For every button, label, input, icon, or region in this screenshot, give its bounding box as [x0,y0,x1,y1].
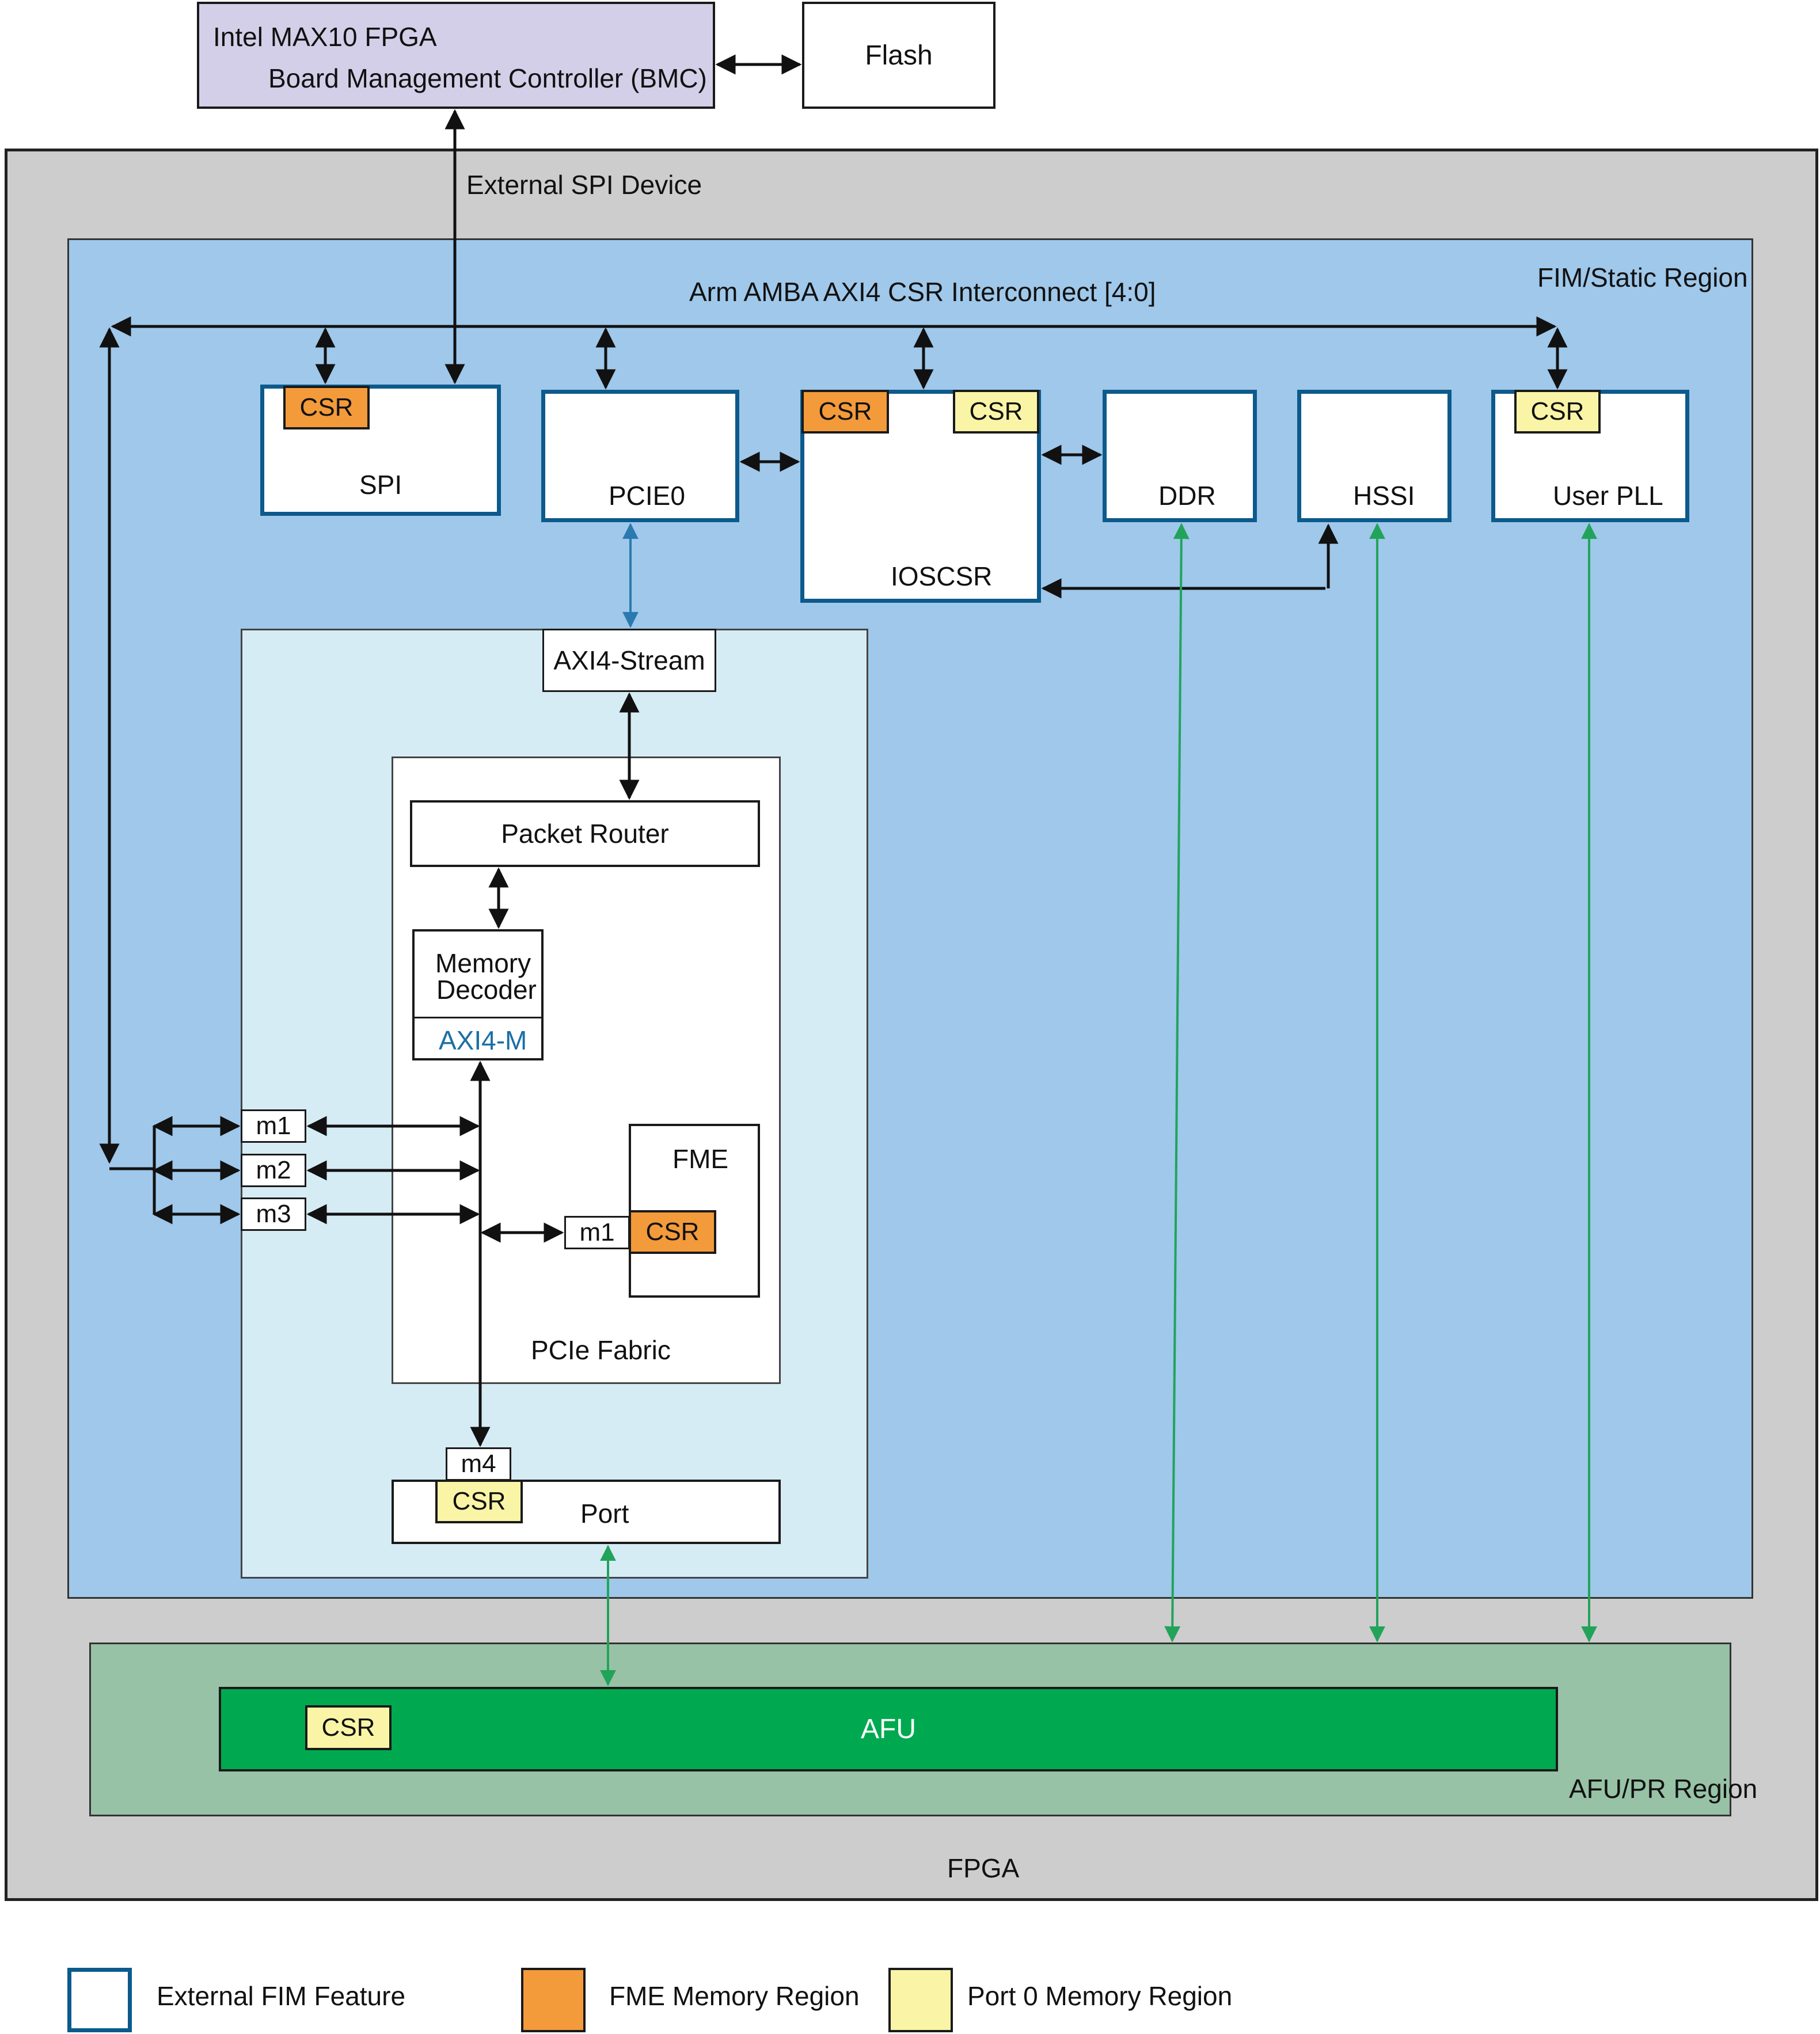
afu-region-label: AFU/PR Region [1569,1774,1758,1804]
afu-label: AFU [861,1714,916,1744]
interconnect-label: Arm AMBA AXI4 CSR Interconnect [4:0] [689,277,1156,307]
external-spi-label: External SPI Device [466,170,702,200]
legend-fme-swatch [521,1968,586,2032]
bmc-block: Intel MAX10 FPGA Board Management Contro… [197,2,715,109]
hssi-block: HSSI [1297,390,1452,522]
m3-box: m3 [241,1197,306,1231]
legend-external-swatch [67,1968,132,2032]
pcie-fabric-label: PCIe Fabric [531,1335,671,1365]
fpga-label: FPGA [947,1853,1020,1883]
flash-block: Flash [802,2,996,109]
m2-box: m2 [241,1154,306,1187]
ioscsr-csr-fme: CSR [801,390,889,434]
legend-fme-label: FME Memory Region [609,1981,860,2011]
afu-csr: CSR [305,1705,392,1750]
user-pll-csr: CSR [1514,390,1601,434]
ddr-block: DDR [1103,390,1257,522]
packet-router-block: Packet Router [410,800,760,867]
bmc-subtitle: Board Management Controller (BMC) [268,63,707,93]
axi4-m-label: AXI4-M [439,1025,527,1055]
afu-block: AFU [219,1687,1558,1771]
fme-csr: CSR [629,1210,716,1254]
port-csr: CSR [435,1480,523,1523]
legend-external-label: External FIM Feature [157,1981,406,2011]
bmc-title: Intel MAX10 FPGA [213,22,437,52]
m1-box: m1 [241,1109,306,1143]
ioscsr-csr-port: CSR [953,390,1039,434]
spi-csr: CSR [283,386,370,429]
pcie0-block: PCIE0 [541,390,739,522]
memory-decoder-block: Memory Decoder AXI4-M [412,929,544,1060]
axi4-stream-block: AXI4-Stream [542,629,716,692]
fim-region-label: FIM/Static Region [1537,263,1748,292]
fme-m1-box: m1 [564,1216,630,1249]
legend-port-label: Port 0 Memory Region [967,1981,1233,2011]
legend-port-swatch [888,1968,953,2032]
